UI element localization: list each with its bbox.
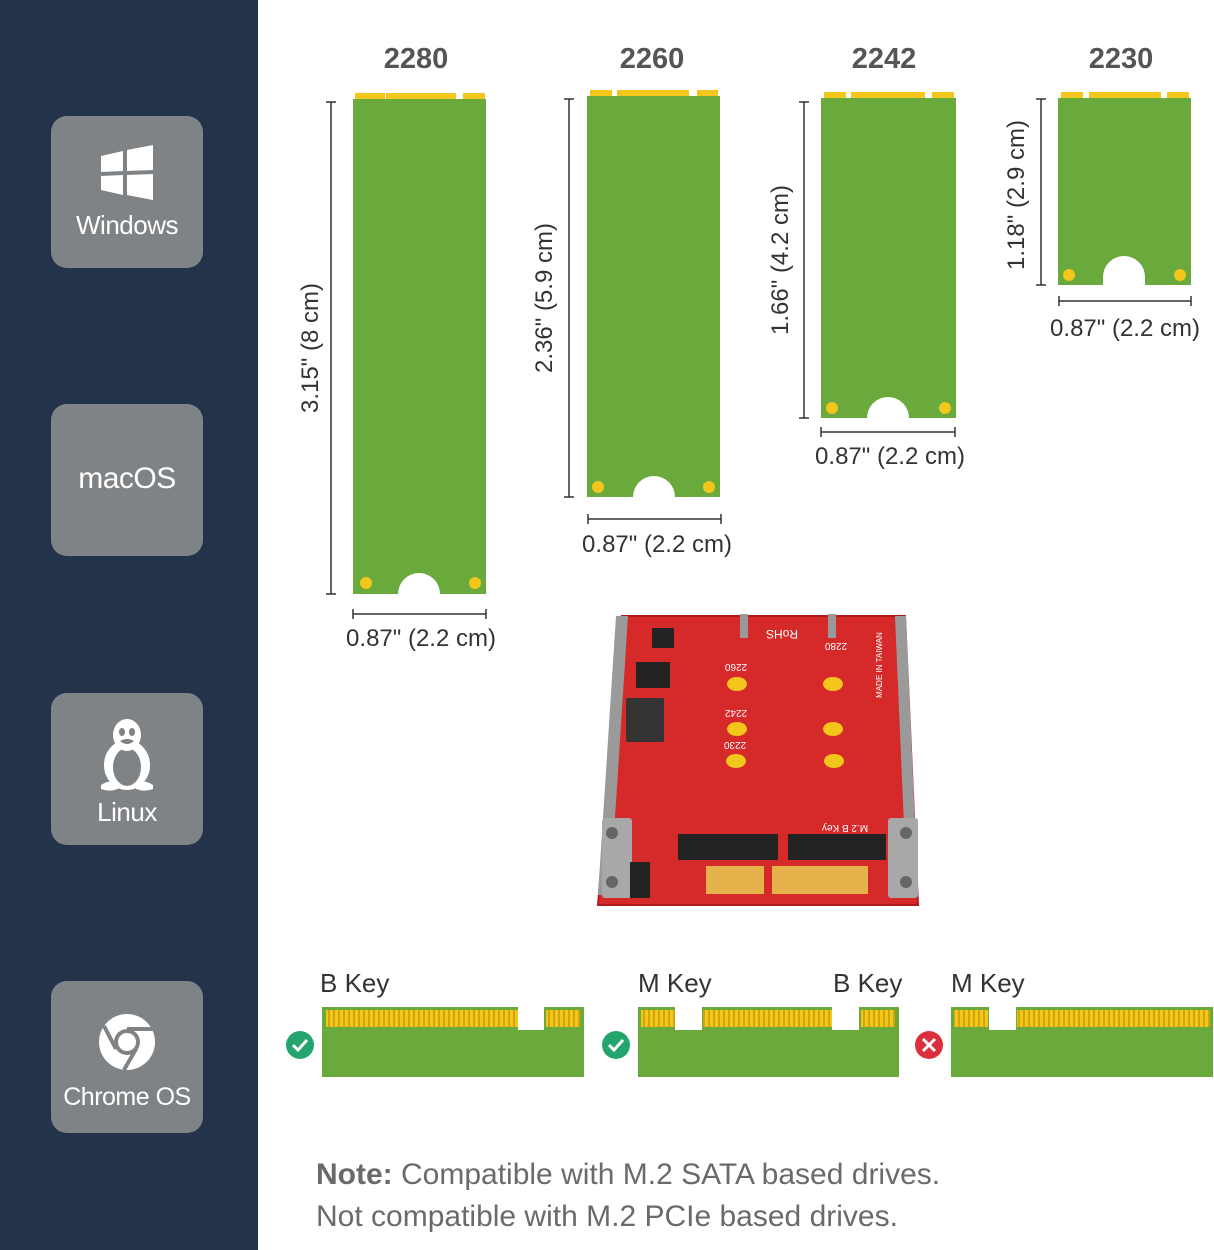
width-label-2280: 0.87" (2.2 cm) — [346, 625, 496, 652]
silkscreen-2242: 2242 — [724, 707, 747, 718]
os-tile-linux: Linux — [51, 693, 203, 845]
form-factor-code-2280: 2280 — [384, 43, 449, 75]
key-b: B Key — [286, 968, 584, 1077]
note-line-1: Note: Compatible with M.2 SATA based dri… — [316, 1158, 940, 1192]
note-line-2: Not compatible with M.2 PCIe based drive… — [316, 1200, 898, 1233]
chrome-logo-icon — [99, 1014, 155, 1071]
os-label-windows: Windows — [76, 210, 178, 240]
os-label-macos: macOS — [78, 462, 176, 495]
width-label-2230: 0.87" (2.2 cm) — [1050, 315, 1200, 342]
os-sidebar: Windows macOS Linux Chrome OS — [0, 0, 258, 1250]
ssd-2260: 2260 2.36" (5.9 cm) 0.87" (2.2 cm) — [531, 43, 732, 558]
ssd-2242: 2242 1.66" (4.2 cm) 0.87" (2.2 cm) — [767, 43, 965, 470]
length-label-2230: 1.18" (2.9 cm) — [1003, 120, 1030, 270]
ssd-2230: 2230 1.18" (2.9 cm) 0.87" (2.2 cm) — [1003, 43, 1200, 342]
adapter-board-image: RoHS 2280 2260 2242 2230 M.2 B Key MADE … — [596, 614, 920, 906]
length-label-2260: 2.36" (5.9 cm) — [531, 223, 558, 373]
silkscreen-2280: 2280 — [824, 640, 847, 651]
key-label-m-2: M Key — [951, 968, 1025, 998]
tux-penguin-icon — [101, 719, 153, 791]
key-label-b-2: B Key — [833, 968, 902, 998]
silkscreen-b-key: M.2 B Key — [822, 822, 868, 833]
silkscreen-rohs: RoHS — [766, 627, 798, 641]
form-factor-code-2230: 2230 — [1089, 43, 1154, 75]
length-label-2280: 3.15" (8 cm) — [297, 283, 324, 413]
width-label-2260: 0.87" (2.2 cm) — [582, 531, 732, 558]
note-label: Note: — [316, 1158, 393, 1191]
os-tile-macos: macOS — [51, 404, 203, 556]
form-factor-code-2260: 2260 — [620, 43, 685, 75]
os-label-chrome-os: Chrome OS — [63, 1083, 191, 1111]
key-m-b: M Key B Key — [602, 968, 902, 1077]
silkscreen-made-in: MADE IN TAIWAN — [875, 632, 884, 698]
width-label-2242: 0.87" (2.2 cm) — [815, 443, 965, 470]
os-tile-chrome-os: Chrome OS — [51, 981, 203, 1133]
length-label-2242: 1.66" (4.2 cm) — [767, 185, 794, 335]
silkscreen-2230: 2230 — [723, 739, 746, 750]
form-factor-code-2242: 2242 — [852, 43, 917, 75]
check-icon — [286, 1031, 314, 1059]
os-tile-windows: Windows — [51, 116, 203, 268]
key-m: M Key — [915, 968, 1213, 1077]
key-label-b: B Key — [320, 968, 389, 998]
check-icon — [602, 1031, 630, 1059]
note-text-1: Compatible with M.2 SATA based drives. — [392, 1158, 941, 1191]
ssd-2280: 2280 3.15" (8 cm) 0.87" (2.2 cm) — [297, 43, 496, 652]
windows-logo-icon — [101, 145, 153, 200]
silkscreen-2260: 2260 — [724, 661, 747, 672]
key-label-m: M Key — [638, 968, 712, 998]
os-label-linux: Linux — [97, 797, 157, 827]
